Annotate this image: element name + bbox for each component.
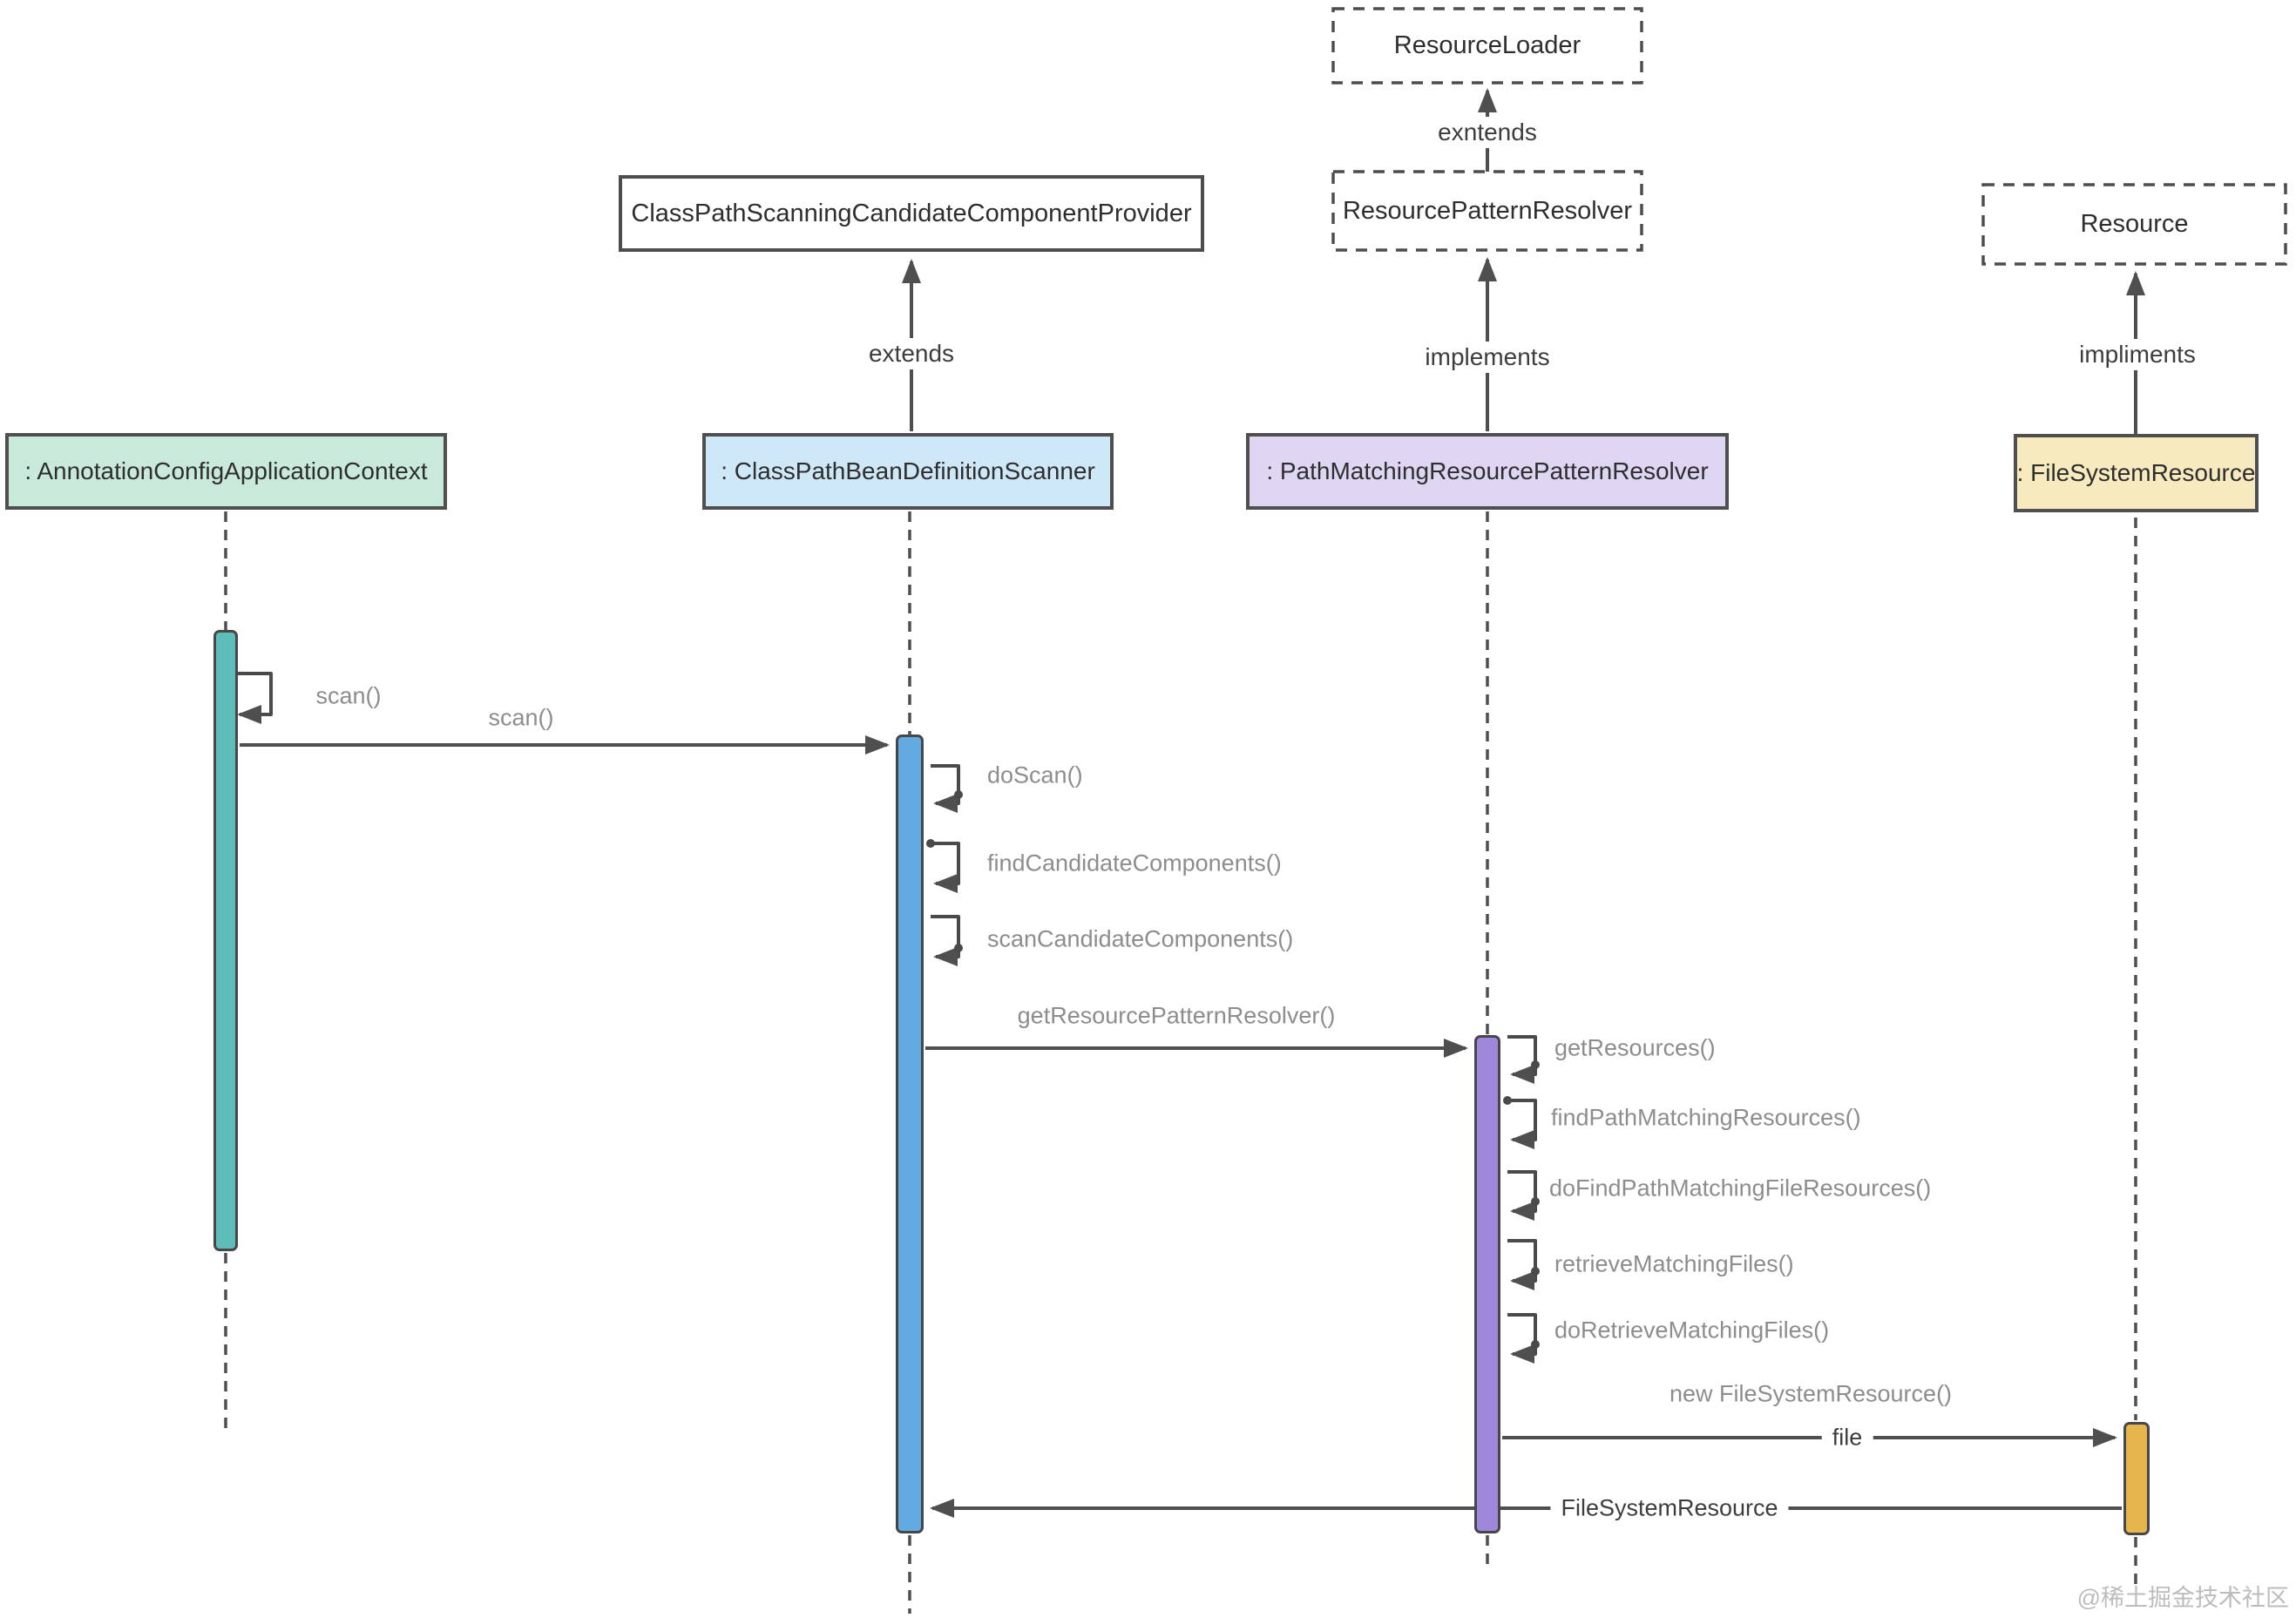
provider-class-label: ClassPathScanningCandidateComponentProvi… [631, 199, 1192, 227]
do-retrieve-matching-files-hook [1507, 1313, 1537, 1364]
do-scan-label: doScan() [987, 762, 1083, 789]
get-resources-label: getResources() [1554, 1034, 1716, 1061]
find-path-matching-hook [1507, 1099, 1537, 1149]
scan-candidate-components-label: scanCandidateComponents() [987, 925, 1294, 952]
participant-label: : ClassPathBeanDefinitionScanner [721, 457, 1095, 484]
find-candidate-hook-dot [926, 839, 935, 848]
find-path-matching-hook-dot [1503, 1096, 1512, 1105]
participant-path-matching-resource-pattern-resolver: : PathMatchingResourcePatternResolver [1246, 433, 1729, 510]
interface-resource-loader: ResourceLoader [1333, 9, 1642, 83]
resource-pattern-resolver-box-border [1331, 170, 1643, 252]
resource-box-border [1981, 183, 2287, 266]
retrieve-matching-files-hook [1507, 1239, 1537, 1290]
participant-label: : PathMatchingResourcePatternResolver [1266, 457, 1709, 484]
do-find-path-matching-file-resources-label: doFindPathMatchingFileResources() [1549, 1175, 1932, 1202]
implements-mid-label: implements [1416, 342, 1559, 373]
resource-label: Resource [2080, 210, 2189, 238]
context-activation-bar [213, 630, 238, 1251]
interface-resource-pattern-resolver: ResourcePatternResolver [1333, 172, 1642, 250]
retrieve-matching-files-hook-dot [1531, 1267, 1540, 1276]
get-resources-hook [1507, 1035, 1537, 1084]
extends-top-label: exntends [1429, 117, 1546, 148]
interface-resource: Resource [1983, 185, 2286, 264]
participant-class-path-bean-definition-scanner: : ClassPathBeanDefinitionScanner [702, 433, 1114, 510]
self-scan-label: scan() [315, 682, 382, 709]
do-retrieve-matching-files-label: doRetrieveMatchingFiles() [1554, 1317, 1830, 1344]
do-scan-hook [931, 764, 960, 813]
self-scan-loop [229, 672, 273, 724]
resource-pattern-resolver-label: ResourcePatternResolver [1342, 196, 1633, 225]
get-resources-hook-dot [1531, 1060, 1540, 1069]
participant-label: : FileSystemResource [2016, 459, 2256, 486]
do-find-path-matching-hook [1507, 1170, 1537, 1221]
class-provider-box: ClassPathScanningCandidateComponentProvi… [619, 175, 1204, 252]
return-file-system-resource-label: FileSystemResource [1550, 1494, 1789, 1522]
do-scan-hook-dot [954, 790, 963, 799]
implements-right-label: impliments [2070, 339, 2205, 370]
resource-activation-bar [2123, 1422, 2150, 1535]
scanner-activation-bar [896, 735, 924, 1533]
find-candidate-components-label: findCandidateComponents() [987, 850, 1282, 877]
resource-loader-label: ResourceLoader [1393, 31, 1581, 59]
scan-candidate-hook [931, 915, 960, 966]
do-retrieve-matching-files-hook-dot [1531, 1340, 1540, 1349]
file-label: file [1821, 1424, 1873, 1452]
do-find-path-matching-hook-dot [1531, 1197, 1540, 1206]
new-file-system-resource-label: new FileSystemResource() [1669, 1380, 1953, 1407]
resource-loader-box-border [1331, 7, 1643, 85]
resolver-activation-bar [1474, 1035, 1500, 1533]
scan-candidate-hook-dot [954, 944, 963, 952]
participant-label: : AnnotationConfigApplicationContext [24, 457, 428, 484]
find-path-matching-resources-label: findPathMatchingResources() [1551, 1104, 1861, 1131]
participant-file-system-resource: : FileSystemResource [2014, 434, 2259, 512]
watermark: @稀土掘金技术社区 [2076, 1585, 2289, 1611]
get-resource-pattern-resolver-label: getResourcePatternResolver() [1017, 1002, 1336, 1029]
find-candidate-hook [931, 842, 960, 893]
participant-annotation-config-application-context: : AnnotationConfigApplicationContext [5, 433, 447, 510]
scan-label: scan() [488, 704, 554, 731]
retrieve-matching-files-label: retrieveMatchingFiles() [1554, 1250, 1794, 1277]
extends-left-label: extends [859, 338, 964, 369]
